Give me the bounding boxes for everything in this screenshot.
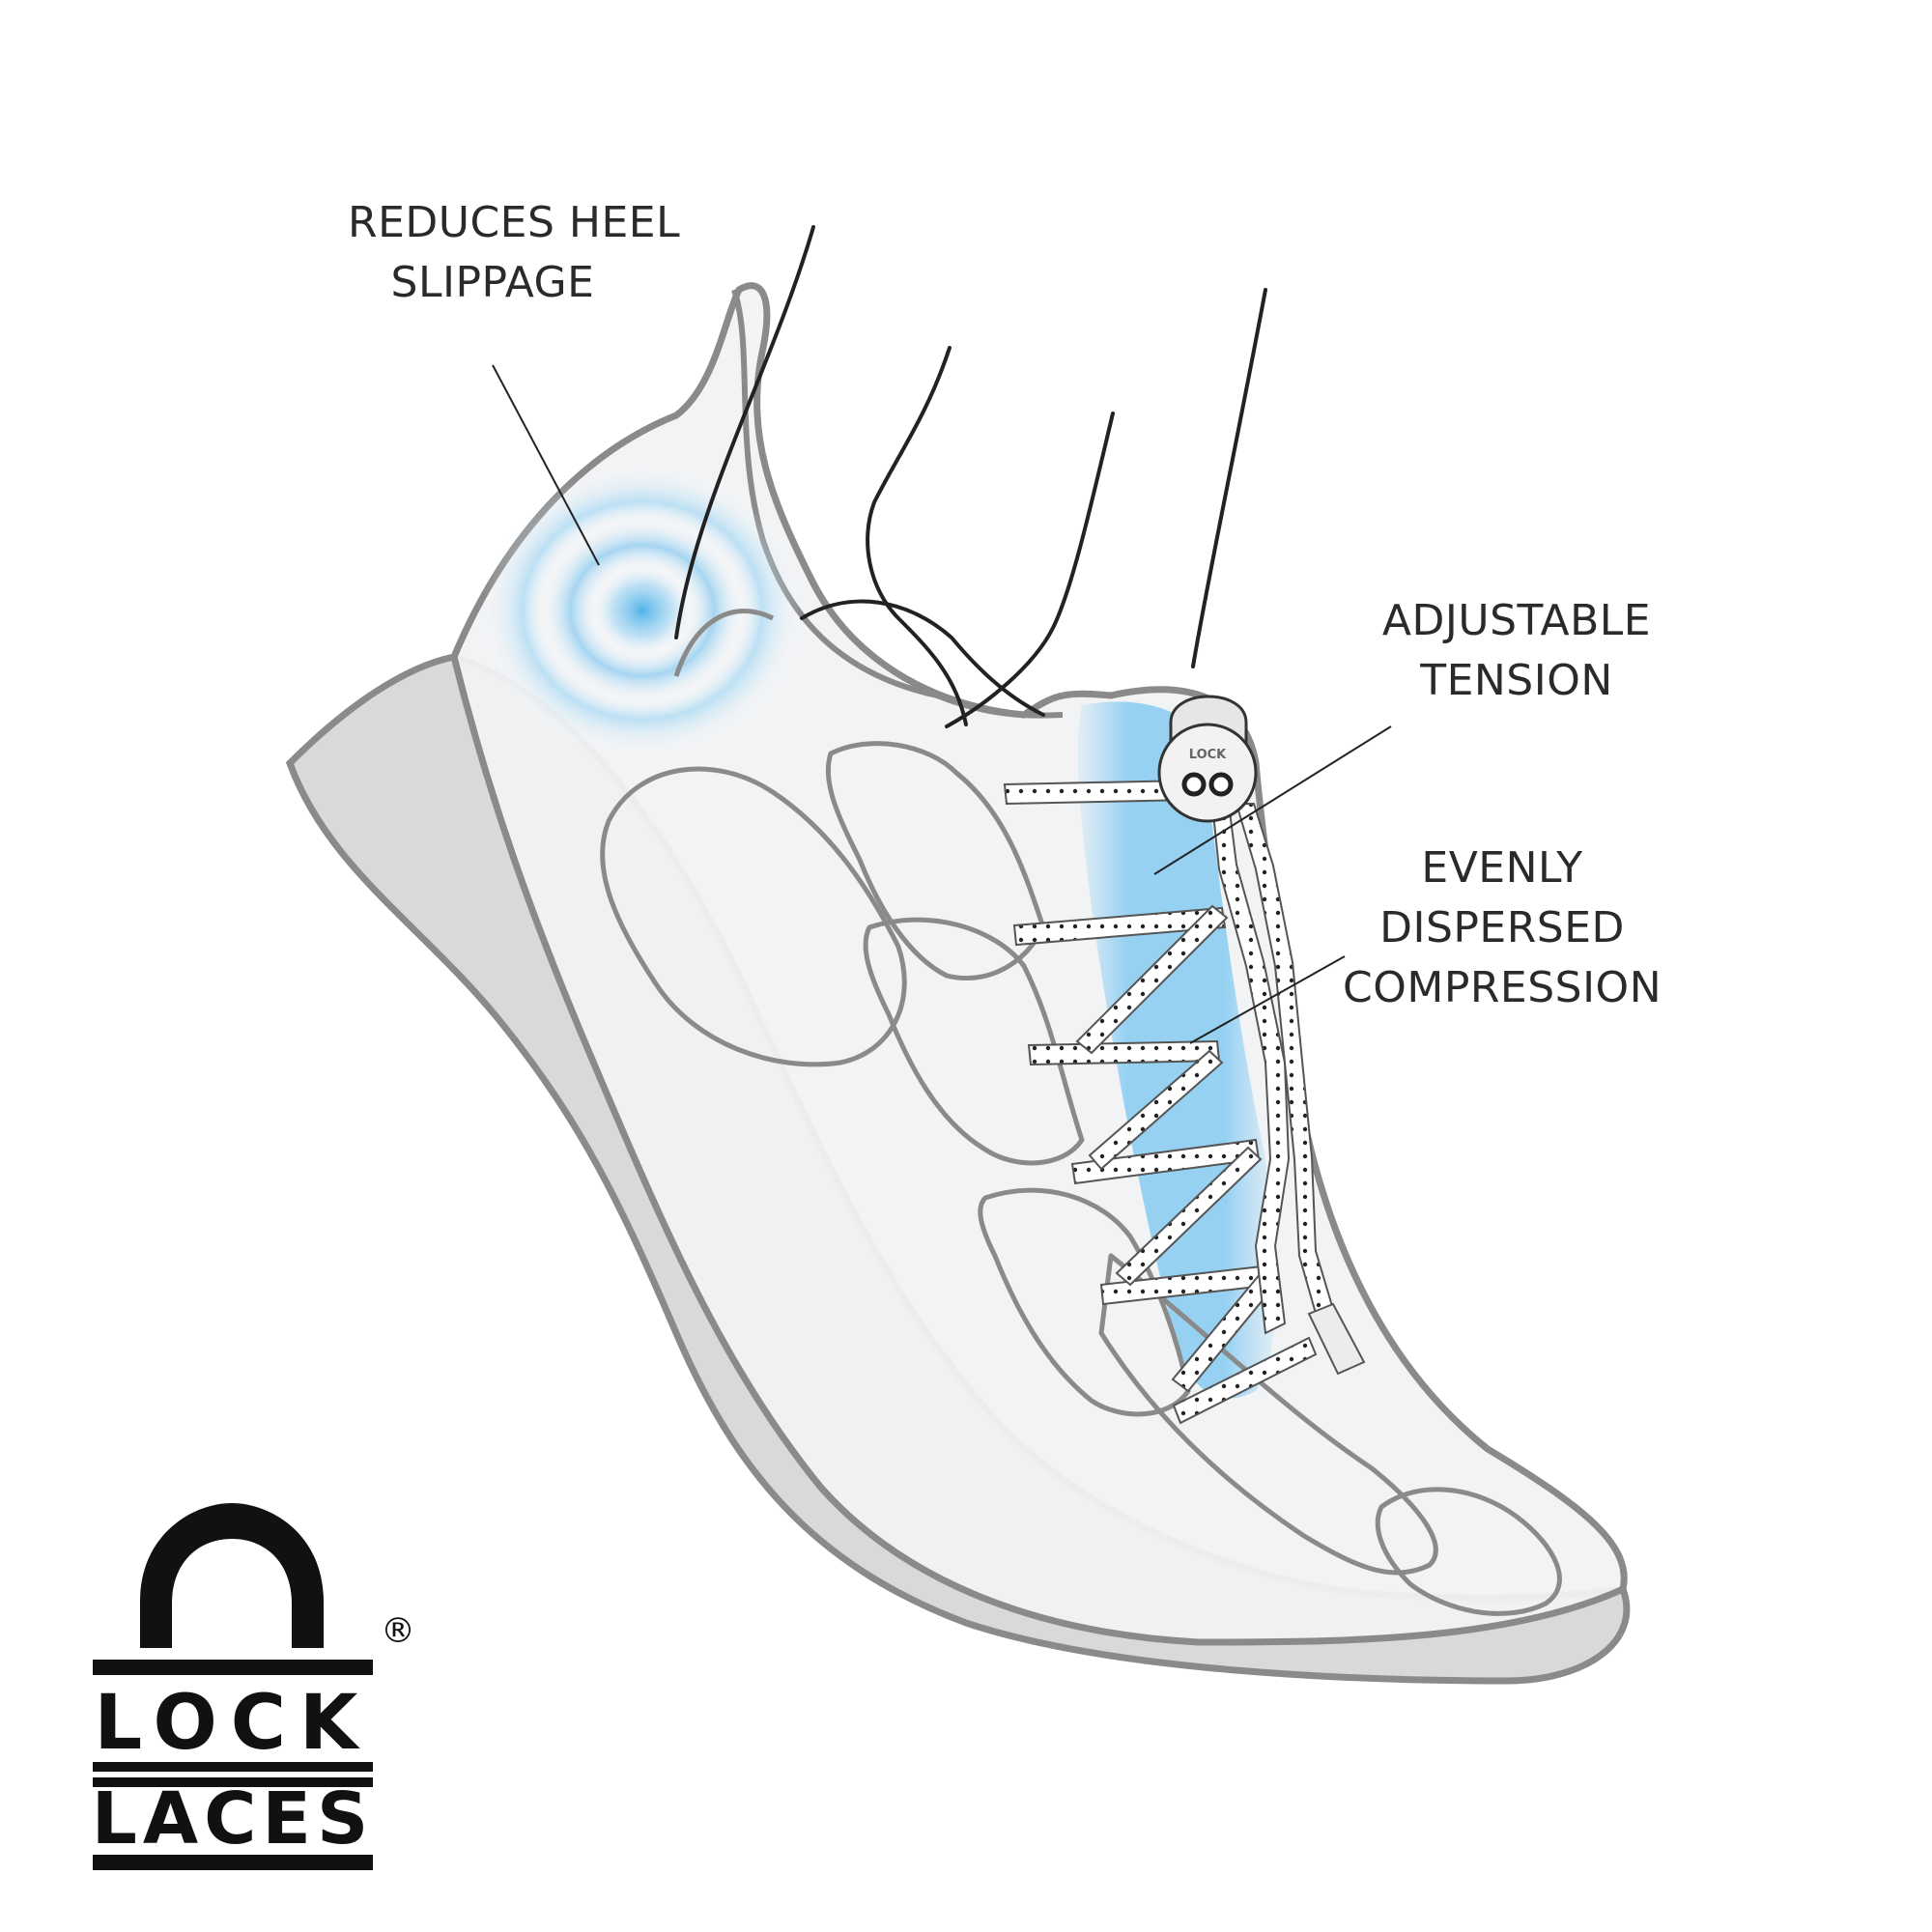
callout-adjustable-tension: ADJUSTABLE TENSION [1372, 591, 1662, 711]
callout-tension-line1: ADJUSTABLE [1381, 596, 1652, 645]
heel-glow [483, 466, 802, 755]
leader-line-compression [1189, 955, 1346, 1044]
callout-tension-line2: TENSION [1420, 656, 1613, 705]
toggle-lock-text: LOCK [1189, 748, 1227, 762]
leader-lines [492, 364, 1392, 1044]
shoe-collar [731, 289, 1064, 719]
callout-heel-line2: SLIPPAGE [390, 258, 595, 307]
registered-mark: ® [381, 1611, 415, 1651]
leader-line-tension [1153, 725, 1392, 875]
laces [1003, 779, 1366, 1425]
callout-heel-slippage: REDUCES HEEL SLIPPAGE [348, 193, 681, 313]
callout-heel-line1: REDUCES HEEL [348, 198, 681, 247]
padlock-shackle-icon [140, 1503, 324, 1648]
leader-line-heel [492, 364, 600, 566]
lace-lock-toggle: LOCK [1157, 695, 1258, 823]
logo-word-lock: LOCK [95, 1680, 372, 1767]
lock-laces-logo: LOCK LACES ® [92, 1503, 415, 1870]
callout-compression-line1: EVENLY [1421, 843, 1583, 893]
callout-compression-line3: COMPRESSION [1343, 963, 1662, 1012]
logo-word-laces: LACES [92, 1777, 375, 1861]
foot-outline [674, 225, 1267, 728]
callout-evenly-dispersed-compression: EVENLY DISPERSED COMPRESSION [1343, 838, 1662, 1018]
foot-bones [600, 609, 1562, 1616]
callout-compression-line2: DISPERSED [1379, 903, 1625, 952]
